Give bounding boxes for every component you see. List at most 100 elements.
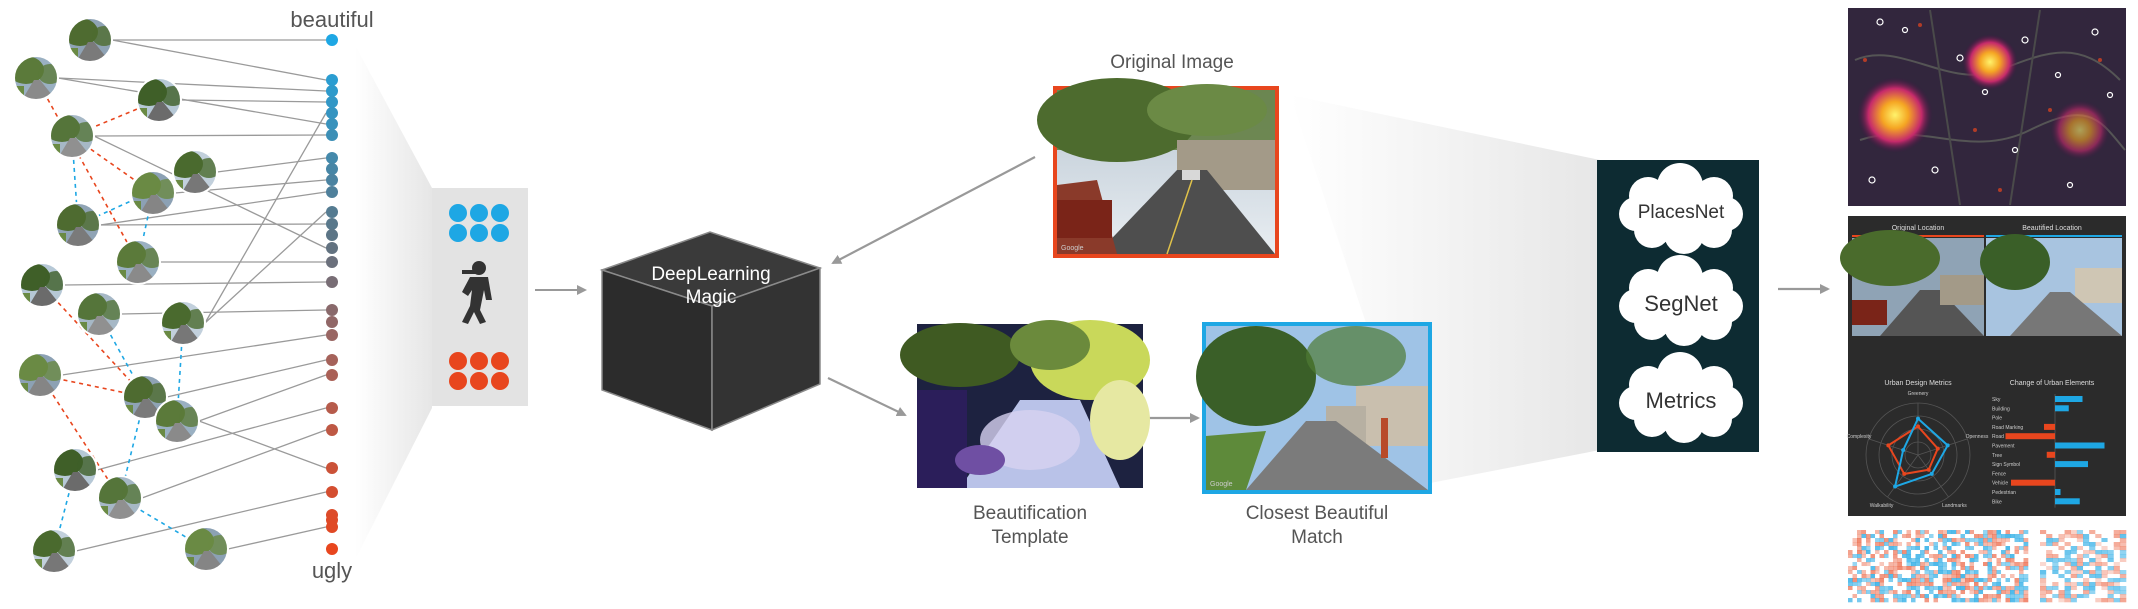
strip-cell [2010, 574, 2015, 579]
strip-cell [1911, 538, 1916, 543]
strip-cell [1902, 538, 1907, 543]
strip-cell [1987, 534, 1993, 539]
strip-cell [2010, 598, 2015, 603]
strip-cell [1861, 550, 1867, 555]
strip-cell [2101, 598, 2108, 603]
strip-cell [2052, 566, 2059, 571]
strip-cell [2040, 558, 2047, 563]
strip-cell [1956, 582, 1961, 587]
strip-cell [1978, 570, 1984, 575]
strip-cell [1978, 538, 1984, 543]
strip-cell [1992, 586, 1997, 591]
strip-cell [1951, 554, 1957, 559]
strip-cell [1996, 594, 2002, 599]
strip-cell [2089, 598, 2096, 603]
strip-cell [1983, 598, 1988, 603]
strip-cell [2001, 594, 2006, 599]
strip-cell [2095, 582, 2102, 587]
strip-cell [1911, 554, 1916, 559]
street-photo [13, 55, 59, 101]
strip-cell [1857, 562, 1862, 567]
strip-cell [2089, 562, 2096, 567]
strip-cell [1965, 542, 1970, 547]
strip-cell [1852, 538, 1858, 543]
strip-cell [2101, 550, 2108, 555]
strip-cell [1893, 594, 1898, 599]
strip-cell [1987, 554, 1993, 559]
strip-cell [1884, 590, 1889, 595]
strip-cell [1929, 586, 1934, 591]
strip-cell [1897, 594, 1903, 599]
strip-cell [2023, 586, 2029, 591]
strip-cell [2001, 574, 2006, 579]
strip-cell [1960, 562, 1966, 567]
strip-cell [2101, 554, 2108, 559]
strip-cell [2046, 582, 2053, 587]
strip-cell [2076, 594, 2084, 599]
strip-cell [1965, 578, 1970, 583]
strip-cell [2113, 594, 2121, 599]
strip-cell [1947, 534, 1952, 539]
strip-cell [1978, 590, 1984, 595]
strip-cell [2046, 538, 2053, 543]
strip-cell [2019, 546, 2024, 551]
strip-cell [1875, 586, 1880, 591]
strip-cell [1848, 550, 1853, 555]
strip-cell [1852, 586, 1858, 591]
strip-cell [1947, 542, 1952, 547]
strip-cell [2076, 562, 2084, 567]
strip-cell [1879, 542, 1885, 547]
element-row-label: Sky [1992, 397, 2001, 403]
strip-cell [1933, 558, 1939, 563]
scale-dot [326, 486, 338, 498]
strip-cell [1906, 550, 1912, 555]
strip-cell [2014, 594, 2020, 599]
strip-cell [2052, 586, 2059, 591]
strip-cell [2023, 538, 2029, 543]
strip-cell [1848, 590, 1853, 595]
strip-cell [1938, 594, 1943, 599]
strip-cell [1866, 586, 1871, 591]
strip-cell [1960, 546, 1966, 551]
strip-cell [2083, 554, 2090, 559]
pairwise-dashed-line [41, 284, 146, 398]
strip-cell [1924, 590, 1930, 595]
strip-cell [2101, 594, 2108, 599]
strip-cell [1992, 578, 1997, 583]
strip-cell [1929, 542, 1934, 547]
strip-cell [1996, 566, 2002, 571]
strip-cell [2070, 530, 2078, 535]
strip-cell [1879, 570, 1885, 575]
strip-cell [2070, 590, 2078, 595]
strip-cell [1866, 534, 1871, 539]
element-change-bar [2055, 489, 2061, 495]
strip-cell [1852, 562, 1858, 567]
strip-cell [1875, 554, 1880, 559]
strip-cell [2052, 562, 2059, 567]
strip-cell [2113, 566, 2121, 571]
strip-cell [2113, 530, 2121, 535]
strip-cell [1969, 566, 1975, 571]
strip-cell [1974, 582, 1979, 587]
strip-cell [1848, 598, 1853, 603]
strip-cell [1938, 562, 1943, 567]
strip-cell [1870, 550, 1876, 555]
strip-cell [2076, 542, 2084, 547]
strip-cell [1924, 570, 1930, 575]
strip-cell [1875, 582, 1880, 587]
strip-cell [2046, 550, 2053, 555]
strip-cell [1870, 582, 1876, 587]
strip-cell [1906, 570, 1912, 575]
strip-cell [1906, 574, 1912, 579]
strip-cell [2019, 590, 2024, 595]
strip-cell [2070, 586, 2078, 591]
strip-cell [1852, 566, 1858, 571]
strip-cell [1978, 566, 1984, 571]
strip-cell [2001, 550, 2006, 555]
strip-cell [2113, 542, 2121, 547]
heatmap-map [1848, 8, 2126, 206]
photo-link-line [61, 334, 327, 376]
strip-cell [1884, 554, 1889, 559]
strip-cell [1978, 594, 1984, 599]
strip-cell [1870, 530, 1876, 535]
